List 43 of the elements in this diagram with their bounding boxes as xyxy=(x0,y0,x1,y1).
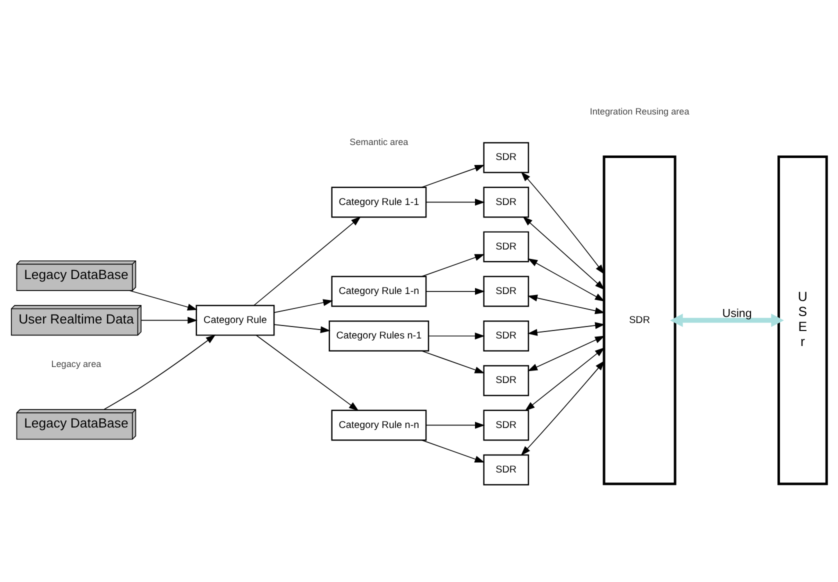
arrow xyxy=(256,334,359,411)
label: Legacy area xyxy=(51,359,102,370)
arrow xyxy=(428,332,485,340)
node-box: Category Rule xyxy=(196,304,275,336)
node-box: Category Rule n-n xyxy=(331,410,427,441)
node-box: SDR xyxy=(483,186,530,218)
node-box: SDR xyxy=(483,365,530,396)
node-box: U S E r xyxy=(777,156,828,486)
node-box: Category Rule 1-1 xyxy=(331,186,427,218)
node-box: SDR xyxy=(483,231,530,262)
arrow xyxy=(528,294,605,314)
node-box: Category Rules n-1 xyxy=(328,320,430,352)
node-box: Category Rule 1-n xyxy=(331,276,427,307)
arrow xyxy=(129,290,198,310)
arrow xyxy=(528,336,605,372)
arrow xyxy=(520,360,605,456)
arrow xyxy=(274,324,330,334)
node-box: SDR xyxy=(483,320,530,352)
arrow xyxy=(422,254,485,277)
node-box: SDR xyxy=(483,410,530,441)
node-box: SDR xyxy=(602,156,676,486)
arrow xyxy=(524,347,605,411)
edge-label: Using xyxy=(722,308,752,320)
arrow xyxy=(670,314,784,328)
arrow xyxy=(426,198,485,206)
arrow xyxy=(527,322,606,336)
arrow xyxy=(422,164,485,188)
arrow xyxy=(426,288,485,295)
node-box: SDR xyxy=(483,454,530,486)
node-box: SDR xyxy=(483,276,530,307)
arrow xyxy=(140,316,198,324)
arrow xyxy=(422,350,485,374)
arrow xyxy=(422,440,485,462)
arrow xyxy=(254,216,361,306)
arrow xyxy=(274,299,334,313)
arrow xyxy=(528,258,605,302)
label: Integration Reusing area xyxy=(590,106,690,116)
arrow xyxy=(426,422,485,429)
label: Semantic area xyxy=(350,137,408,148)
arrow xyxy=(522,216,605,290)
arrow xyxy=(104,334,216,410)
node-box: SDR xyxy=(483,142,530,174)
arrow xyxy=(520,172,605,275)
